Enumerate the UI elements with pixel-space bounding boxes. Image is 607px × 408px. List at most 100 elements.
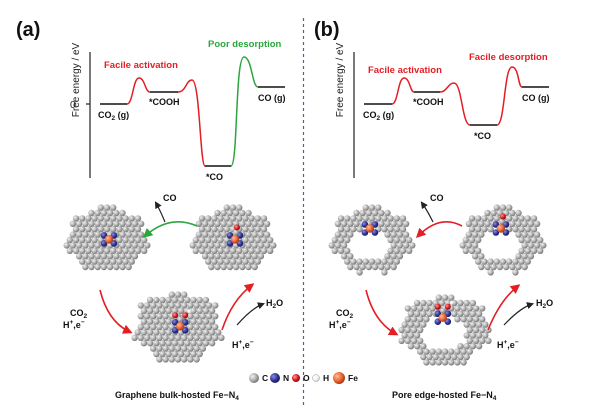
carbon-atom — [337, 226, 345, 233]
carbon-atom — [454, 305, 461, 312]
carbon-atom — [119, 231, 126, 238]
carbon-atom — [527, 242, 535, 249]
carbon-atom — [423, 359, 430, 366]
carbon-atom — [356, 269, 363, 276]
carbon-atom — [208, 220, 215, 227]
adsorbed-oxygen-atom — [234, 224, 240, 231]
carbon-atom — [69, 242, 77, 249]
carbon-atom — [85, 236, 92, 244]
carbon-atom — [356, 215, 363, 222]
carbon-atom — [239, 209, 246, 217]
carbon-atom — [66, 247, 74, 254]
carbon-atom — [110, 204, 117, 211]
carbon-atom — [208, 231, 215, 238]
carbon-atom — [165, 329, 172, 336]
carbon-atom — [375, 258, 382, 265]
carbon-atom — [212, 313, 219, 320]
carbon-atom — [205, 258, 212, 265]
carbon-atom — [410, 316, 418, 323]
legend-oxygen-label: O — [303, 373, 310, 383]
carbon-atom — [119, 263, 126, 271]
carbon-atom — [454, 316, 461, 323]
carbon-atom — [409, 242, 416, 249]
carbon-atom — [168, 302, 175, 309]
carbon-atom — [174, 302, 182, 309]
carbon-atom — [94, 253, 101, 260]
carbon-atom — [402, 231, 410, 238]
carbon-atom — [168, 345, 175, 352]
carbon-atom — [368, 204, 376, 211]
carbon-atom — [214, 220, 221, 227]
carbon-atom — [88, 242, 95, 249]
carbon-atom — [378, 263, 385, 271]
carbon-atom — [193, 334, 200, 341]
carbon-atom — [471, 220, 479, 227]
carbon-atom — [463, 299, 470, 307]
carbon-atom — [159, 318, 166, 325]
carbon-atom — [198, 236, 206, 244]
carbon-atom — [171, 350, 179, 358]
carbon-atom — [410, 337, 418, 344]
carbon-atom — [465, 220, 473, 227]
carbon-atom — [375, 215, 382, 222]
carbon-atom — [150, 313, 157, 320]
carbon-atom — [193, 356, 200, 363]
carbon-atom — [156, 302, 163, 309]
panel-b-caption: Pore edge-hosted Fe−N4 — [392, 390, 497, 402]
carbon-atom — [239, 263, 246, 271]
carbon-atom — [435, 359, 442, 366]
carbon-atom — [260, 247, 268, 254]
carbon-atom — [85, 215, 92, 222]
carbon-atom — [165, 318, 172, 325]
carbon-atom — [407, 343, 415, 350]
carbon-atom — [524, 258, 531, 265]
carbon-atom — [459, 242, 466, 249]
carbon-atom — [263, 231, 271, 238]
carbon-atom — [212, 334, 219, 341]
carbon-atom — [390, 263, 397, 271]
panel-b-reactant-proton: H+,e− — [329, 319, 351, 330]
carbon-atom — [512, 215, 519, 222]
carbon-atom — [153, 350, 160, 358]
carbon-atom — [128, 226, 135, 233]
carbon-atom — [465, 242, 473, 249]
carbon-atom — [162, 345, 169, 352]
carbon-atom — [193, 323, 200, 331]
carbon-atom — [205, 302, 213, 309]
carbon-atom — [88, 231, 95, 238]
panel-b-barrier-2 — [496, 66, 523, 126]
carbon-atom — [137, 220, 145, 227]
carbon-atom — [79, 258, 86, 265]
carbon-atom — [487, 226, 494, 233]
carbon-atom — [533, 231, 541, 238]
carbon-atom — [475, 332, 483, 339]
carbon-atom — [257, 242, 265, 249]
carbon-atom — [190, 350, 197, 358]
carbon-atom — [378, 220, 385, 227]
carbon-atom — [347, 253, 354, 260]
carbon-atom — [413, 321, 421, 328]
carbon-atom — [475, 236, 482, 244]
carbon-atom — [146, 307, 154, 314]
carbon-atom — [390, 220, 397, 227]
carbon-atom — [88, 263, 95, 271]
carbon-atom — [254, 247, 261, 254]
carbon-atom — [344, 258, 351, 265]
panel-b-sheet-right — [459, 204, 547, 276]
carbon-atom — [481, 258, 488, 265]
panel-b-sheet-bottom — [398, 294, 492, 366]
carbon-atom — [106, 209, 114, 217]
carbon-atom — [153, 340, 160, 347]
carbon-atom — [159, 296, 166, 304]
carbon-atom — [406, 247, 413, 254]
carbon-atom — [420, 321, 427, 328]
carbon-atom — [82, 263, 89, 271]
carbon-atom — [226, 220, 234, 227]
carbon-atom — [119, 209, 126, 217]
carbon-atom — [527, 220, 535, 227]
carbon-atom — [214, 253, 221, 260]
carbon-atom — [140, 340, 148, 347]
carbon-atom — [190, 307, 197, 314]
legend-hydrogen-swatch — [312, 374, 320, 382]
carbon-atom — [156, 313, 163, 320]
